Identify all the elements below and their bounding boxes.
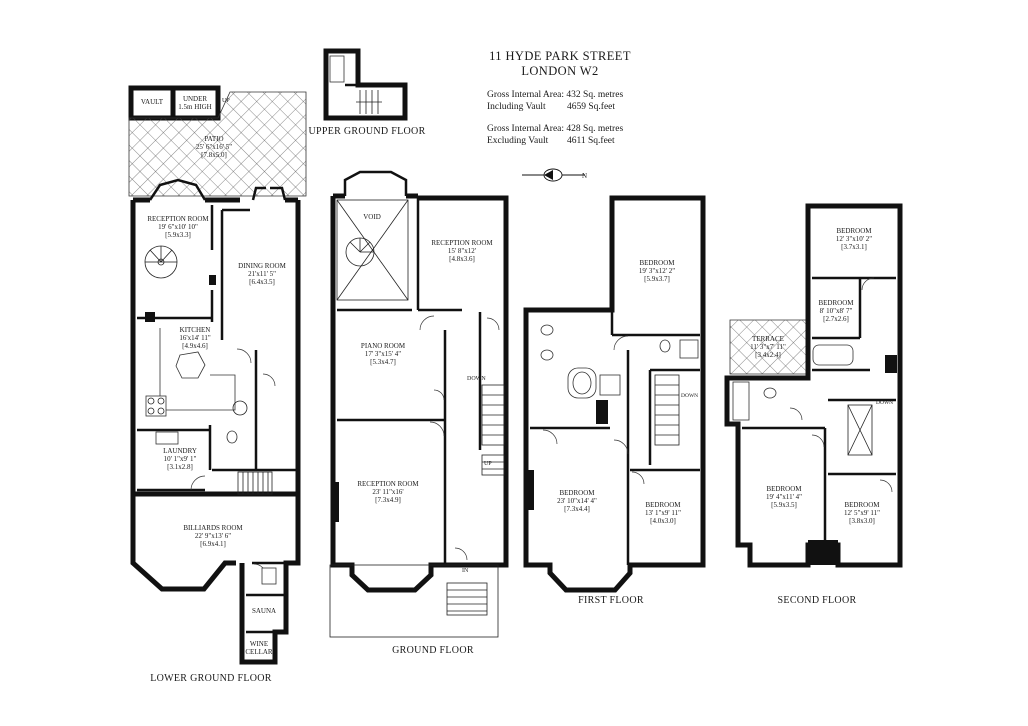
entrance-in-label: IN bbox=[462, 568, 469, 574]
billiards-dim: 22' 9"x13' 6" bbox=[195, 532, 231, 540]
upper-ground-floor-plan: UPPER GROUND FLOOR bbox=[308, 48, 425, 137]
f-down-label: DOWN bbox=[681, 393, 698, 399]
f-bed2-name: BEDROOM bbox=[559, 489, 595, 497]
void-label: VOID bbox=[363, 213, 381, 221]
g-reception-metric: [4.8x3.6] bbox=[449, 255, 475, 263]
area-excl-label: Gross Internal Area: 428 Sq. metres bbox=[487, 124, 623, 134]
area-incl-sub: Including Vault bbox=[487, 102, 546, 112]
kitchen-name: KITCHEN bbox=[180, 326, 211, 334]
piano-metric: [5.3x4.7] bbox=[370, 358, 396, 366]
s-bed3-metric: [5.9x3.5] bbox=[771, 501, 797, 509]
f-bed3-dim: 13' 1"x9' 11" bbox=[645, 509, 681, 517]
address-line-1: 11 HYDE PARK STREET bbox=[489, 49, 631, 63]
f-bed1-metric: [5.9x3.7] bbox=[644, 275, 670, 283]
lower-ground-floor-plan: VAULT UNDER 1.5m HIGH UP PATIO 25' 6"x16… bbox=[128, 85, 307, 684]
area-incl-sqft: 4659 Sq.feet bbox=[567, 101, 615, 112]
s-bed4-dim: 12' 5"x9' 11" bbox=[844, 509, 880, 517]
s-bed3-dim: 19' 4"x11' 4" bbox=[766, 493, 802, 501]
patio-name: PATIO bbox=[204, 135, 223, 143]
s-down-label: DOWN bbox=[876, 400, 893, 406]
s-bed2-name: BEDROOM bbox=[818, 299, 854, 307]
dining-name: DINING ROOM bbox=[238, 262, 286, 270]
s-bed2-dim: 8' 10"x8' 7" bbox=[820, 307, 853, 315]
vault-label: VAULT bbox=[141, 98, 164, 106]
dining-metric: [6.4x3.5] bbox=[249, 278, 275, 286]
f-bed3-name: BEDROOM bbox=[645, 501, 681, 509]
lg-reception-dim: 19' 6"x10' 10" bbox=[158, 223, 198, 231]
north-compass-icon: N bbox=[522, 168, 587, 182]
lower-ground-floor-label: LOWER GROUND FLOOR bbox=[150, 673, 272, 684]
g-reception-dim: 15' 8"x12' bbox=[448, 247, 476, 255]
g-up-label: UP bbox=[484, 461, 492, 467]
area-incl-label: Gross Internal Area: 432 Sq. metres bbox=[487, 90, 623, 100]
f-bed1-dim: 19' 3"x12' 2" bbox=[639, 267, 675, 275]
s-bed2-metric: [2.7x2.6] bbox=[823, 315, 849, 323]
f-bed2-dim: 23' 10"x14' 4" bbox=[557, 497, 597, 505]
g-reception2-metric: [7.3x4.9] bbox=[375, 496, 401, 504]
terrace-dim: 11' 3"x7' 11" bbox=[750, 343, 786, 351]
patio-area bbox=[128, 91, 307, 197]
kitchen-metric: [4.9x4.6] bbox=[182, 342, 208, 350]
second-floor-plan: BEDROOM 12' 3"x10' 2" [3.7x3.1] BEDROOM … bbox=[724, 203, 903, 606]
piano-name: PIANO ROOM bbox=[361, 342, 406, 350]
laundry-metric: [3.1x2.8] bbox=[167, 463, 193, 471]
s-bed1-name: BEDROOM bbox=[836, 227, 872, 235]
f-bed1-name: BEDROOM bbox=[639, 259, 675, 267]
address-line-2: LONDON W2 bbox=[521, 64, 598, 78]
under-label: UNDER bbox=[183, 95, 207, 103]
s-bed4-name: BEDROOM bbox=[844, 501, 880, 509]
billiards-metric: [6.9x4.1] bbox=[200, 540, 226, 548]
kitchen-dim: 16'x14' 11" bbox=[179, 334, 211, 342]
s-bed3-name: BEDROOM bbox=[766, 485, 802, 493]
wine-label: WINE bbox=[250, 640, 268, 648]
area-excl-sub: Excluding Vault bbox=[487, 136, 549, 146]
area-summary: Gross Internal Area: 432 Sq. metres Incl… bbox=[487, 90, 623, 146]
patio-dim: 25' 6"x16' 5" bbox=[196, 143, 232, 151]
compass-n-label: N bbox=[582, 172, 587, 180]
area-excl-sqft: 4611 Sq.feet bbox=[567, 135, 615, 146]
sauna-label: SAUNA bbox=[252, 607, 276, 615]
terrace-metric: [3.4x2.4] bbox=[755, 351, 781, 359]
s-bed4-metric: [3.8x3.0] bbox=[849, 517, 875, 525]
g-down-label: DOWN bbox=[467, 376, 486, 382]
f-bed3-metric: [4.0x3.0] bbox=[650, 517, 676, 525]
cellar-label: CELLAR bbox=[245, 648, 273, 656]
laundry-dim: 10' 1"x9' 1" bbox=[164, 455, 197, 463]
patio-metric: [7.8x5.0] bbox=[201, 151, 227, 159]
g-reception2-dim: 23' 11"x16' bbox=[372, 488, 403, 496]
header: 11 HYDE PARK STREET LONDON W2 bbox=[489, 49, 631, 78]
second-floor-label: SECOND FLOOR bbox=[778, 595, 857, 606]
laundry-name: LAUNDRY bbox=[163, 447, 197, 455]
lg-reception-metric: [5.9x3.3] bbox=[165, 231, 191, 239]
terrace-name: TERRACE bbox=[752, 335, 784, 343]
lg-reception-name: RECEPTION ROOM bbox=[147, 215, 209, 223]
first-floor-plan: BEDROOM 19' 3"x12' 2" [5.9x3.7] BEDROOM … bbox=[523, 195, 706, 606]
billiards-name: BILLIARDS ROOM bbox=[183, 524, 243, 532]
ground-floor-plan: VOID RECEPTION ROOM 15' 8"x12' [4.8x3.6]… bbox=[329, 170, 509, 656]
piano-dim: 17' 3"x15' 4" bbox=[365, 350, 401, 358]
f-bed2-metric: [7.3x4.4] bbox=[564, 505, 590, 513]
g-reception-name: RECEPTION ROOM bbox=[431, 239, 493, 247]
g-reception2-name: RECEPTION ROOM bbox=[357, 480, 419, 488]
dining-dim: 21'x11' 5" bbox=[248, 270, 276, 278]
ground-floor-label: GROUND FLOOR bbox=[392, 645, 474, 656]
first-floor-label: FIRST FLOOR bbox=[578, 595, 644, 606]
upper-ground-floor-label: UPPER GROUND FLOOR bbox=[308, 126, 425, 137]
s-bed1-metric: [3.7x3.1] bbox=[841, 243, 867, 251]
under-height-label: 1.5m HIGH bbox=[178, 103, 211, 111]
s-bed1-dim: 12' 3"x10' 2" bbox=[836, 235, 872, 243]
